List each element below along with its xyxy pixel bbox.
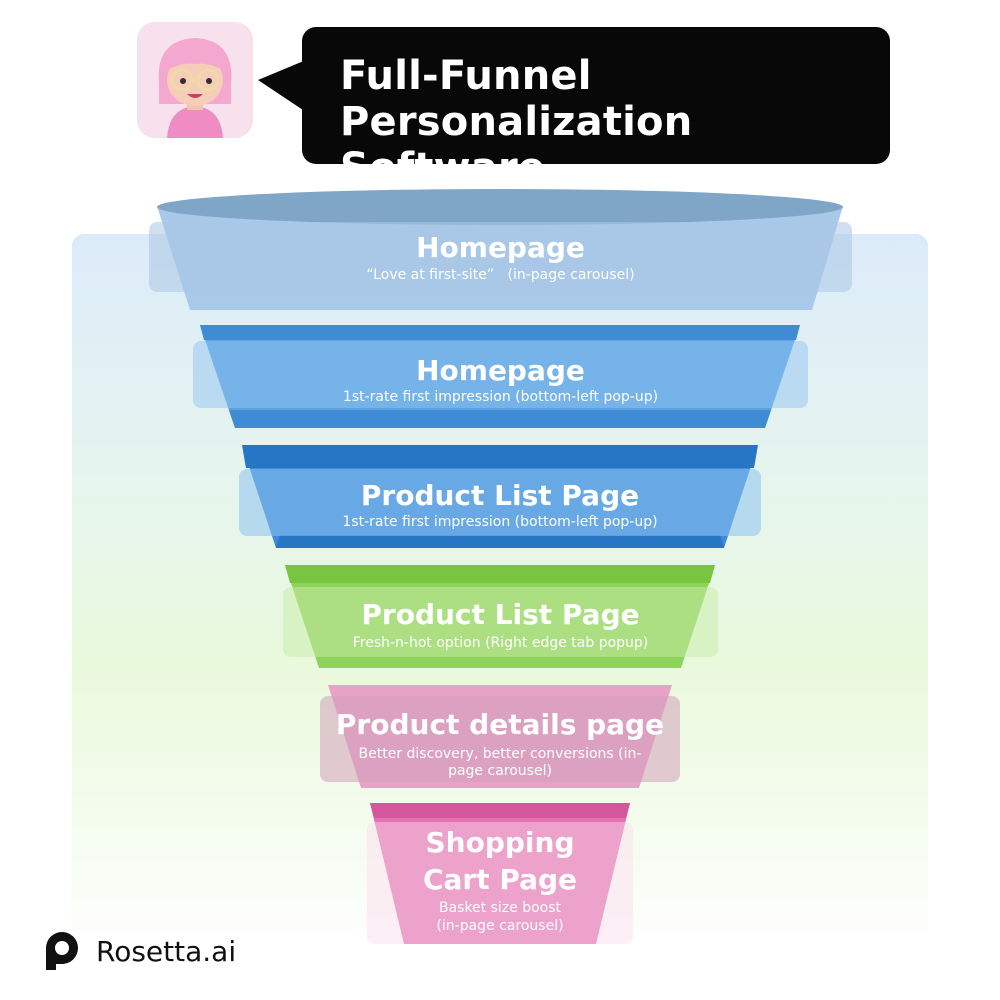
stage-5-subtitle-line-2: page carousel) [448, 763, 552, 779]
stage-card-1: Homepage “Love at first-site” (in-page c… [149, 222, 852, 292]
stage-5-title: Product details page [335, 708, 665, 741]
stage-5-subtitle-line-1: Better discovery, better conversions (in… [358, 746, 642, 762]
title-line-2: Personalization Software [340, 99, 693, 191]
funnel-stage-6 [370, 803, 630, 944]
brand-name: Rosetta.ai [96, 934, 237, 968]
stage-4-subtitle: Fresh-n-hot option (Right edge tab popup… [352, 635, 649, 651]
stage-card-6: Shopping Cart Page Basket size boost (in… [367, 822, 633, 944]
stage-card-2: Homepage 1st-rate first impression (bott… [193, 341, 808, 408]
stage-6-subtitle-line-1: Basket size boost [438, 900, 562, 916]
stage-6-subtitle-line-2: (in-page carousel) [436, 918, 564, 934]
stage-3-title: Product List Page [360, 479, 640, 512]
brand: Rosetta.ai [42, 930, 236, 972]
title-line-1: Full-Funnel [340, 53, 592, 99]
avatar [137, 22, 253, 138]
stage-card-4: Product List Page Fresh-n-hot option (Ri… [283, 587, 718, 657]
speech-bubble-tail [258, 60, 306, 112]
stage-1-subtitle: “Love at first-site” (in-page carousel) [366, 267, 635, 283]
stage-3-subtitle: 1st-rate first impression (bottom-left p… [342, 514, 658, 530]
stage-1-title: Homepage [416, 231, 585, 264]
stage-4-title: Product List Page [361, 598, 640, 631]
page-title: Full-Funnel Personalization Software [340, 53, 890, 191]
girl-avatar-icon [158, 38, 232, 138]
rosetta-logo-icon [46, 932, 78, 970]
stage-6-title-line-2: Cart Page [422, 863, 578, 896]
stage-card-3: Product List Page 1st-rate first impress… [239, 469, 761, 536]
stage-6-title-line-1: Shopping [425, 826, 575, 859]
stage-2-subtitle: 1st-rate first impression (bottom-left p… [342, 389, 659, 405]
stage-card-5: Product details page Better discovery, b… [320, 696, 680, 782]
stage-2-title: Homepage [416, 354, 585, 387]
speech-bubble: Full-Funnel Personalization Software [302, 27, 890, 191]
